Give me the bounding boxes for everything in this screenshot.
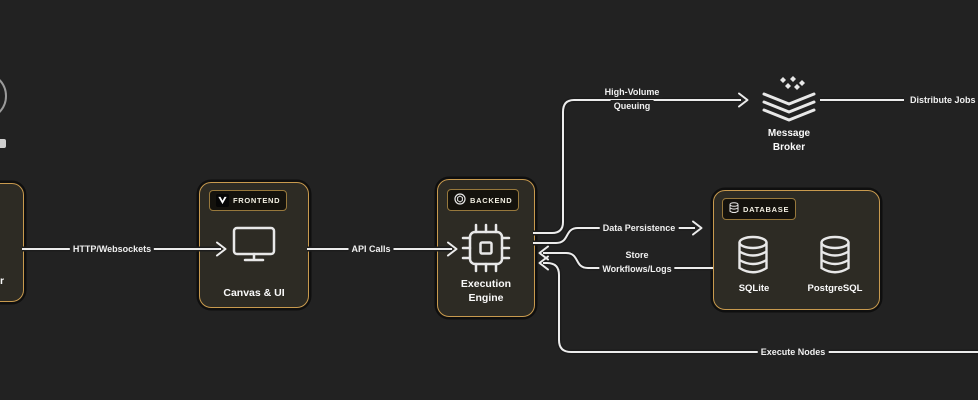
arrowhead-into-database (692, 220, 703, 236)
hexagon-circle-icon (454, 193, 466, 207)
sqlite-label: SQLite (738, 283, 770, 294)
frontend-badge: FRONTEND (209, 190, 288, 211)
database-badge-label: DATABASE (743, 204, 790, 214)
backend-badge: BACKEND (447, 189, 520, 211)
backend-node-label-line2: Engine (468, 292, 504, 304)
arrowhead-execute-into-backend (538, 255, 549, 271)
database-badge: DATABASE (722, 198, 797, 220)
backend-group-box[interactable]: BACKEND Execution Engine (437, 179, 535, 317)
edge-label-execute-text: Execute Nodes (757, 346, 829, 358)
cpu-icon (460, 222, 512, 279)
frontend-group-box[interactable]: FRONTEND Canvas & UI (199, 182, 309, 308)
edge-label-http: HTTP/Websockets (69, 243, 155, 255)
edge-label-http-text: HTTP/Websockets (69, 243, 155, 255)
edge-label-store-line1: Store (622, 249, 652, 261)
frontend-badge-label: FRONTEND (233, 196, 281, 205)
layers-stack-icon (756, 76, 822, 126)
monitor-icon (231, 225, 277, 268)
message-broker-label-line2: Broker (772, 142, 806, 153)
database-icon (729, 202, 739, 216)
backend-node-label-line1: Execution (460, 278, 512, 290)
frontend-node-label: Canvas & UI (223, 287, 285, 299)
message-broker-label-line1: Message (767, 128, 811, 139)
edge-label-store-line2: Workflows/Logs (599, 263, 675, 275)
postgresql-node[interactable] (816, 235, 854, 282)
edge-label-api: API Calls (348, 243, 394, 255)
edge-label-persist-text: Data Persistence (599, 222, 679, 234)
message-broker-label: Message Broker (739, 127, 839, 155)
edge-high-volume-queuing (533, 99, 741, 234)
database-cylinder-icon (816, 235, 854, 281)
postgresql-label: PostgreSQL (807, 283, 863, 294)
arrowhead-into-broker (738, 92, 749, 108)
edge-label-distribute: Distribute Jobs (907, 94, 978, 106)
edge-label-queue: High-Volume Queuing (601, 86, 663, 112)
backend-badge-label: BACKEND (470, 195, 513, 205)
sqlite-node[interactable] (734, 235, 772, 282)
edge-label-queue-line1: High-Volume (601, 86, 663, 98)
edge-label-execute: Execute Nodes (757, 346, 829, 358)
edge-label-persist: Data Persistence (599, 222, 679, 234)
edge-label-queue-line2: Queuing (610, 100, 654, 112)
v-logo-icon (216, 194, 229, 207)
user-group-box[interactable]: r (0, 183, 24, 302)
clipped-text-fragment (0, 139, 6, 148)
edge-label-distribute-text: Distribute Jobs (907, 94, 978, 106)
message-broker-node[interactable] (756, 76, 822, 122)
arrowhead-store-into-backend (538, 245, 549, 261)
clipped-node-label: r (0, 275, 5, 287)
database-group-box[interactable]: DATABASE SQLite (713, 190, 880, 310)
backend-node-label: Execution Engine (438, 277, 534, 305)
edge-label-store: Store Workflows/Logs (599, 249, 675, 275)
clipped-node-fragment (0, 72, 7, 120)
edge-label-api-text: API Calls (348, 243, 394, 255)
database-cylinder-icon (734, 235, 772, 281)
